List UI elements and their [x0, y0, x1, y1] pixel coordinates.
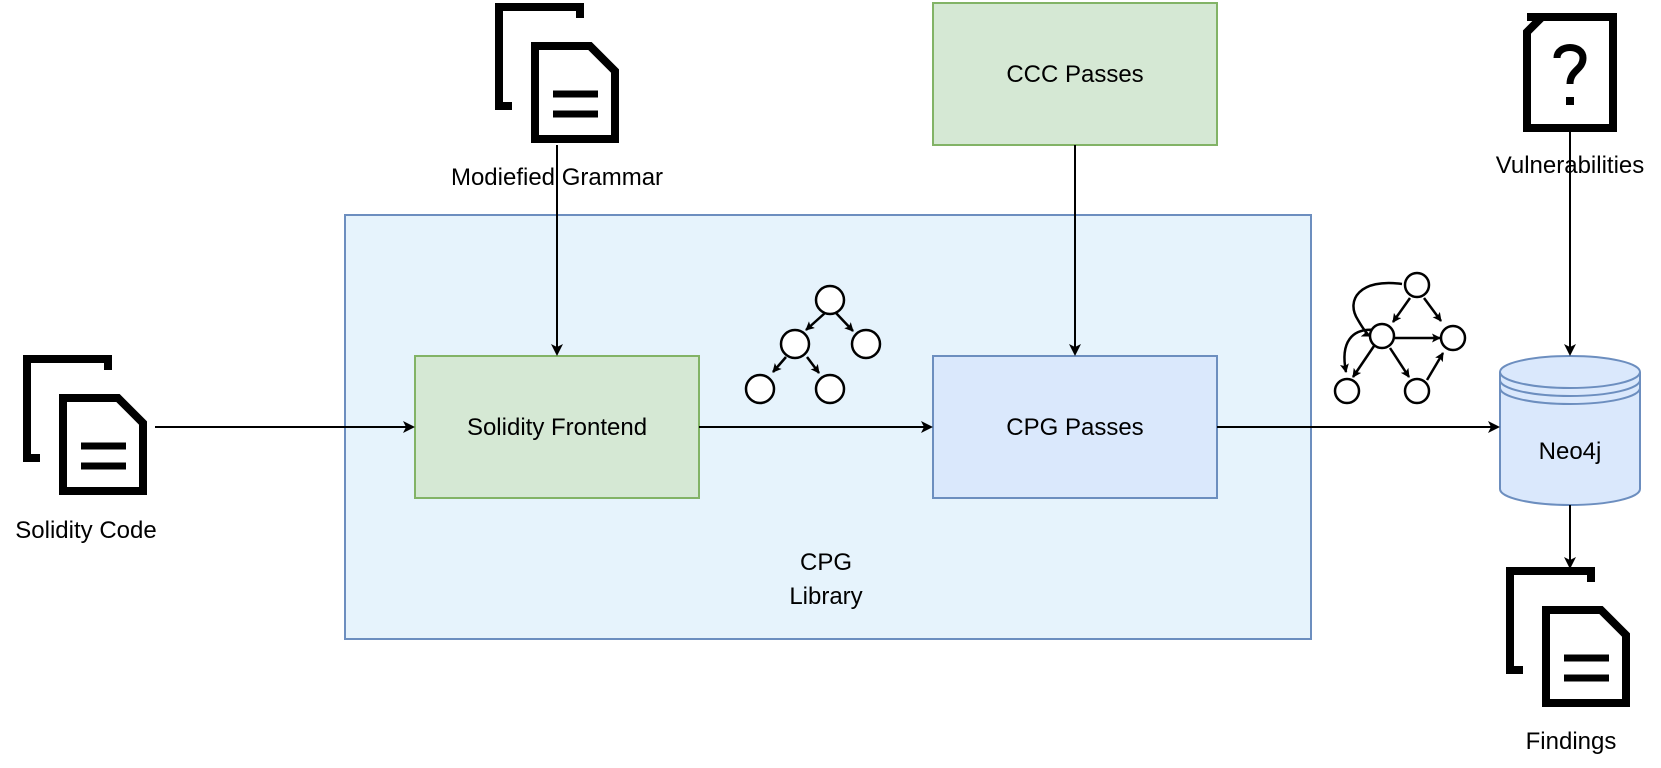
solidity-frontend-box — [414, 355, 700, 499]
cpg-library-label-line1: CPG — [800, 549, 852, 576]
database-icon — [1499, 355, 1641, 506]
connectors — [155, 132, 1576, 569]
solidity-code-label: Solidity Code — [15, 517, 156, 544]
findings-label: Findings — [1526, 728, 1617, 755]
graph-icon — [1333, 271, 1467, 405]
neo4j-label: Neo4j — [1539, 438, 1602, 465]
solidity-frontend-label: Solidity Frontend — [467, 414, 647, 441]
tree-graph-icon — [744, 284, 882, 405]
cpg-passes-box — [932, 355, 1218, 499]
question-document-icon — [1523, 13, 1617, 132]
ccc-passes-label: CCC Passes — [1006, 61, 1143, 88]
cpg-passes-label: CPG Passes — [1006, 414, 1143, 441]
cpg-library-label-line2: Library — [789, 583, 862, 610]
grammar-documents-icon — [495, 3, 619, 143]
findings-documents-icon — [1506, 567, 1630, 707]
ccc-passes-box — [932, 2, 1218, 146]
input-documents-icon — [23, 355, 147, 495]
